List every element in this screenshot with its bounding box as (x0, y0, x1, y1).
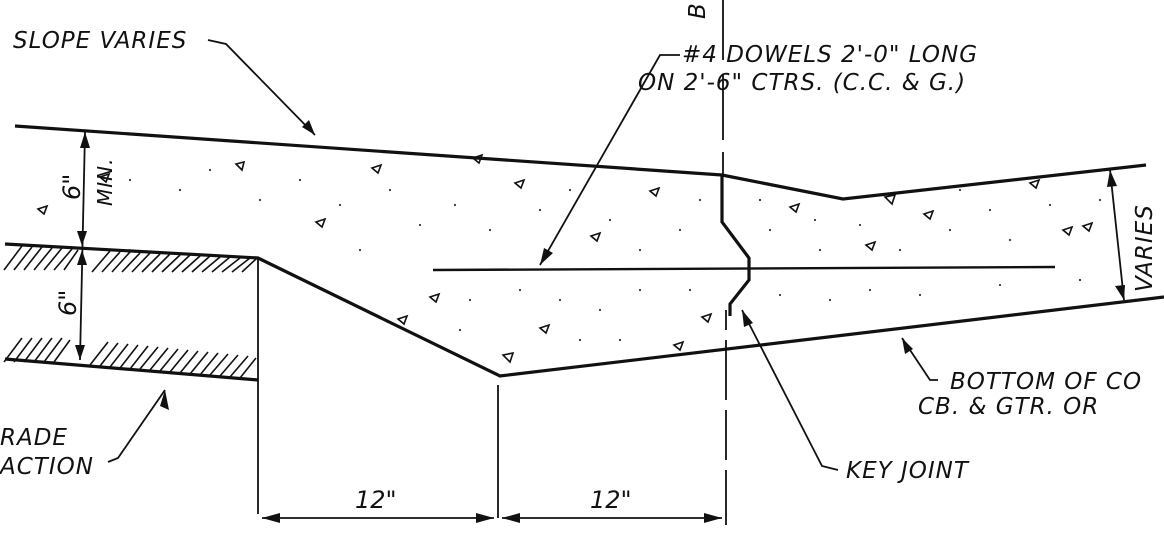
dowels-label-line1: #4 DOWELS 2'-0" LONG (682, 42, 978, 68)
leader-key-joint (741, 309, 839, 471)
arrowhead (77, 231, 87, 246)
arrowhead (262, 513, 280, 523)
subgrade-label-line2: ACTION (0, 454, 94, 480)
dimension-12in-left-label: 12" (355, 486, 397, 514)
slope-varies-label: SLOPE VARIES (13, 28, 187, 54)
centerline-symbol: B (685, 2, 711, 19)
dimension-6in-label: 6" (58, 174, 86, 200)
bottom-of-concrete-label-line2: CB. & GTR. OR (918, 394, 1099, 420)
slab-outline (4, 124, 1164, 518)
arrowhead (77, 250, 87, 265)
subgrade-hatching-lower (3, 337, 257, 379)
arrowhead (502, 513, 520, 523)
leader-dowels (539, 54, 680, 266)
dowels-label-line2: ON 2'-6" CTRS. (C.C. & G.) (638, 70, 966, 96)
concrete-stipple (128, 168, 1102, 342)
dimension-12in-right-label: 12" (590, 486, 632, 514)
varies-label: VARIES (1132, 204, 1158, 292)
slab-top-surface-right (721, 163, 1147, 201)
concrete-aggregate (36, 153, 1094, 364)
leader-bottom-of-concrete (901, 337, 938, 381)
arrowhead (704, 513, 722, 523)
dimension-line (1109, 169, 1125, 301)
key-joint-label: KEY JOINT (846, 458, 970, 484)
dimension-line (79, 131, 86, 361)
subgrade-lower-line (4, 357, 259, 382)
dimension-6in-min: 6" MIN. 6" (54, 131, 117, 361)
arrowhead (1107, 170, 1117, 187)
dimension-6in-lower-label: 6" (54, 290, 82, 316)
subgrade-label-line1: RADE (0, 425, 68, 451)
dimension-12in-pair: 12" 12" (262, 486, 722, 523)
arrowhead (476, 513, 494, 523)
dimension-varies: VARIES (1107, 169, 1158, 301)
slab-top-surface-left (14, 124, 723, 177)
leader-subgrade (107, 389, 169, 463)
leader-slope-varies (207, 39, 316, 136)
arrowhead (75, 345, 85, 360)
dowel-bar (432, 265, 1056, 272)
dimension-min-label: MIN. (93, 158, 117, 206)
arrowhead (1115, 285, 1125, 300)
subgrade-hatching-upper (3, 245, 257, 273)
bottom-of-concrete-label-line1: BOTTOM OF CO (950, 369, 1142, 395)
key-joint-profile (720, 175, 751, 316)
slab-bottom-edge (4, 242, 1164, 378)
arrowhead (80, 132, 90, 148)
